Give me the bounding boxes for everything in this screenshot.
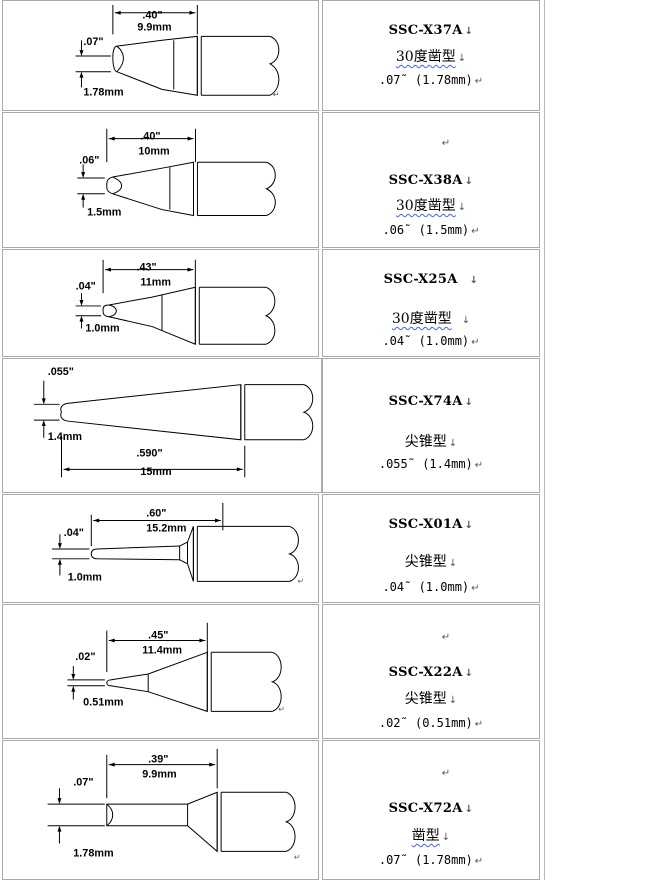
dim-length-in: .45" bbox=[148, 629, 168, 641]
tip-model: SSC-X25A bbox=[383, 272, 458, 287]
table-row: .39" 9.9mm .07" 1.78mm ↵ bbox=[0, 740, 544, 880]
tip-model: SSC-X01A bbox=[388, 517, 463, 532]
table-row: .40" 9.9mm .07" 1.78mm ↵ bbox=[0, 0, 544, 111]
tip-model: SSC-X38A bbox=[388, 173, 463, 188]
tip-type: 尖锥型 bbox=[404, 691, 447, 707]
dim-width-in: .07" bbox=[83, 36, 103, 48]
tip-type: 尖锥型 bbox=[404, 434, 447, 450]
tip-drawing-cell: .055" 1.4mm .590" 15mm bbox=[2, 358, 322, 493]
tip-info-cell: ↵ SSC-X72A↓ 凿型↓ .07˜ (1.78mm)↵ bbox=[322, 740, 540, 880]
dim-length-in: .40" bbox=[140, 131, 160, 143]
tip-drawing: .60" 15.2mm .04" 1.0mm ↵ bbox=[52, 502, 304, 585]
dim-length-mm: 10mm bbox=[138, 145, 169, 157]
tip-model: SSC-X72A bbox=[388, 801, 463, 816]
dim-width-mm: 1.78mm bbox=[73, 847, 113, 859]
dim-length-mm: 15.2mm bbox=[146, 522, 186, 534]
tip-type: 尖锥型 bbox=[404, 554, 447, 570]
tip-drawing: .45" 11.4mm .02" 0.51mm ↵ bbox=[67, 622, 285, 713]
tip-drawing: .40" 10mm .06" 1.5mm bbox=[77, 128, 276, 218]
dim-length-mm: 9.9mm bbox=[137, 21, 171, 33]
dim-width-in: .06" bbox=[79, 154, 99, 166]
tip-info-cell: SSC-X37A↓ 30度凿型↓ .07˜ (1.78mm)↵ bbox=[322, 0, 540, 111]
dim-width-mm: 1.0mm bbox=[68, 571, 102, 583]
tip-model: SSC-X74A bbox=[388, 394, 463, 409]
paragraph-mark: ↵ bbox=[278, 704, 285, 713]
dim-width-in: .04" bbox=[76, 280, 96, 292]
tip-size: .06˜ (1.5mm) bbox=[382, 223, 470, 237]
dim-length-in: .40" bbox=[142, 10, 162, 22]
table-row: .60" 15.2mm .04" 1.0mm ↵ bbox=[0, 494, 544, 603]
table-row: .45" 11.4mm .02" 0.51mm ↵ ↵ bbox=[0, 604, 544, 739]
dim-length-in: .60" bbox=[146, 508, 166, 520]
tip-drawing-cell: .40" 9.9mm .07" 1.78mm ↵ bbox=[2, 0, 319, 111]
tip-drawing: .43" 11mm .04" 1.0mm bbox=[75, 259, 276, 345]
dim-width-in: .055" bbox=[48, 366, 74, 378]
dim-width-mm: 0.51mm bbox=[83, 696, 123, 708]
dim-width-in: .02" bbox=[75, 651, 95, 663]
tip-size: .07˜ (1.78mm) bbox=[378, 73, 473, 87]
dim-length-in: .590" bbox=[136, 448, 162, 460]
tip-type: 30度凿型 bbox=[395, 198, 456, 214]
tip-type: 30度凿型 bbox=[395, 49, 456, 65]
table-row: .055" 1.4mm .590" 15mm SSC-X74A↓ 尖锥型↓ .0… bbox=[0, 358, 544, 493]
dim-length-in: .39" bbox=[148, 754, 168, 766]
tip-type: 30度凿型 bbox=[391, 311, 452, 327]
paragraph-mark: ↵ bbox=[294, 852, 301, 861]
tip-info-cell: ↵ SSC-X22A↓ 尖锥型↓ .02˜ (0.51mm)↵ bbox=[322, 604, 540, 739]
paragraph-mark: ↵ bbox=[273, 90, 280, 99]
tip-info-cell: SSC-X01A↓ 尖锥型↓ .04˜ (1.0mm)↵ bbox=[322, 494, 540, 603]
dim-width-mm: 1.0mm bbox=[85, 322, 119, 334]
tip-drawing: .40" 9.9mm .07" 1.78mm ↵ bbox=[75, 4, 280, 99]
dim-length-in: .43" bbox=[136, 262, 156, 274]
dim-length-mm: 11mm bbox=[140, 276, 171, 288]
tip-drawing-cell: .60" 15.2mm .04" 1.0mm ↵ bbox=[2, 494, 319, 603]
tip-drawing: .39" 9.9mm .07" 1.78mm ↵ bbox=[47, 748, 301, 861]
paragraph-mark: ↵ bbox=[297, 576, 304, 585]
tip-info-cell: SSC-X74A↓ 尖锥型↓ .055˜ (1.4mm)↵ bbox=[322, 358, 540, 493]
tip-drawing: .055" 1.4mm .590" 15mm bbox=[33, 366, 314, 478]
tip-drawing-cell: .39" 9.9mm .07" 1.78mm ↵ bbox=[2, 740, 319, 880]
table-row: .43" 11mm .04" 1.0mm SSC-X2 bbox=[0, 249, 544, 357]
dim-width-in: .07" bbox=[73, 776, 93, 788]
dim-width-mm: 1.5mm bbox=[87, 206, 121, 218]
tip-size: .07˜ (1.78mm) bbox=[378, 853, 473, 867]
table-row: .40" 10mm .06" 1.5mm ↵ bbox=[0, 112, 544, 248]
tip-drawing-cell: .43" 11mm .04" 1.0mm bbox=[2, 249, 319, 357]
dim-length-mm: 11.4mm bbox=[142, 644, 182, 656]
tip-type: 凿型 bbox=[411, 828, 440, 844]
dim-length-mm: 15mm bbox=[140, 466, 171, 478]
tip-model: SSC-X22A bbox=[388, 665, 463, 680]
tip-size: .055˜ (1.4mm) bbox=[378, 457, 473, 471]
tip-drawing-cell: .40" 10mm .06" 1.5mm bbox=[2, 112, 319, 248]
dim-length-mm: 9.9mm bbox=[142, 768, 176, 780]
tip-size: .04˜ (1.0mm) bbox=[382, 334, 470, 348]
dim-width-mm: 1.78mm bbox=[83, 86, 123, 98]
tip-size: .02˜ (0.51mm) bbox=[378, 716, 473, 730]
tips-table: .40" 9.9mm .07" 1.78mm ↵ bbox=[0, 0, 545, 880]
tip-size: .04˜ (1.0mm) bbox=[382, 580, 470, 594]
tip-info-cell: SSC-X25A↓ 30度凿型↓ .04˜ (1.0mm)↵ bbox=[322, 249, 540, 357]
tip-drawing-cell: .45" 11.4mm .02" 0.51mm ↵ bbox=[2, 604, 319, 739]
dim-width-mm: 1.4mm bbox=[48, 431, 82, 443]
tip-model: SSC-X37A bbox=[388, 23, 463, 38]
dim-width-in: .04" bbox=[64, 527, 84, 539]
tip-info-cell: ↵ SSC-X38A↓ 30度凿型↓ .06˜ (1.5mm)↵ bbox=[322, 112, 540, 248]
